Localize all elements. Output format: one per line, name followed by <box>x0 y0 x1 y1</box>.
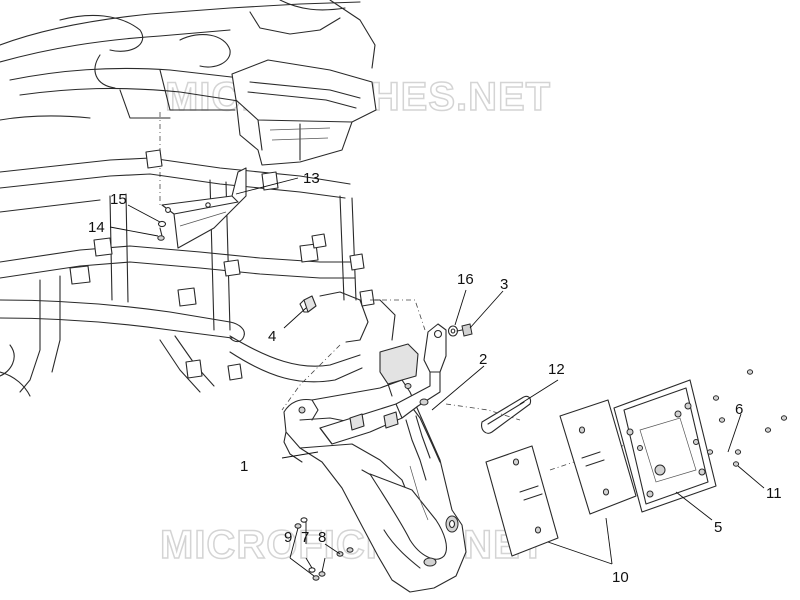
part-14-screw <box>157 227 165 241</box>
part-10-gaskets <box>485 399 637 557</box>
part-2-bracket <box>319 323 447 521</box>
callout-4: 4 <box>268 328 276 345</box>
callout-14: 14 <box>88 219 105 236</box>
part-16-washer <box>447 325 459 337</box>
part-4-clip <box>299 295 317 313</box>
part-11-nuts <box>706 449 740 467</box>
lower-frame <box>0 149 396 397</box>
guide-line-plate <box>445 403 521 421</box>
watermark-bottom: MICROFICHES.NET <box>160 523 546 567</box>
part-3-bolt <box>456 323 473 337</box>
part-5-plate-holder <box>613 379 717 513</box>
callout-3: 3 <box>500 276 508 293</box>
callout-8: 8 <box>318 529 326 546</box>
upper-chassis <box>0 0 377 166</box>
callout-9: 9 <box>284 529 292 546</box>
part-15-washer <box>157 220 167 228</box>
callout-12: 12 <box>548 361 565 378</box>
callout-5: 5 <box>714 519 722 536</box>
part-13-shield <box>161 167 247 249</box>
callout-7: 7 <box>301 529 309 546</box>
callout-labels: 1 2 3 4 5 6 7 8 9 10 11 12 13 14 15 16 <box>88 170 782 586</box>
guide-line-frame <box>281 344 341 411</box>
part-12-reflector <box>481 395 532 434</box>
callout-16: 16 <box>457 271 474 288</box>
callout-2: 2 <box>479 351 487 368</box>
callout-11: 11 <box>766 485 782 502</box>
part-9-screws <box>294 523 320 581</box>
guide-line-bracket <box>370 299 426 331</box>
callout-1: 1 <box>240 458 248 475</box>
leader-lines <box>109 177 765 577</box>
part-6-screws <box>712 369 788 455</box>
callout-6: 6 <box>735 401 743 418</box>
callout-13: 13 <box>303 170 320 187</box>
callout-15: 15 <box>110 191 127 208</box>
callout-10: 10 <box>612 569 629 586</box>
